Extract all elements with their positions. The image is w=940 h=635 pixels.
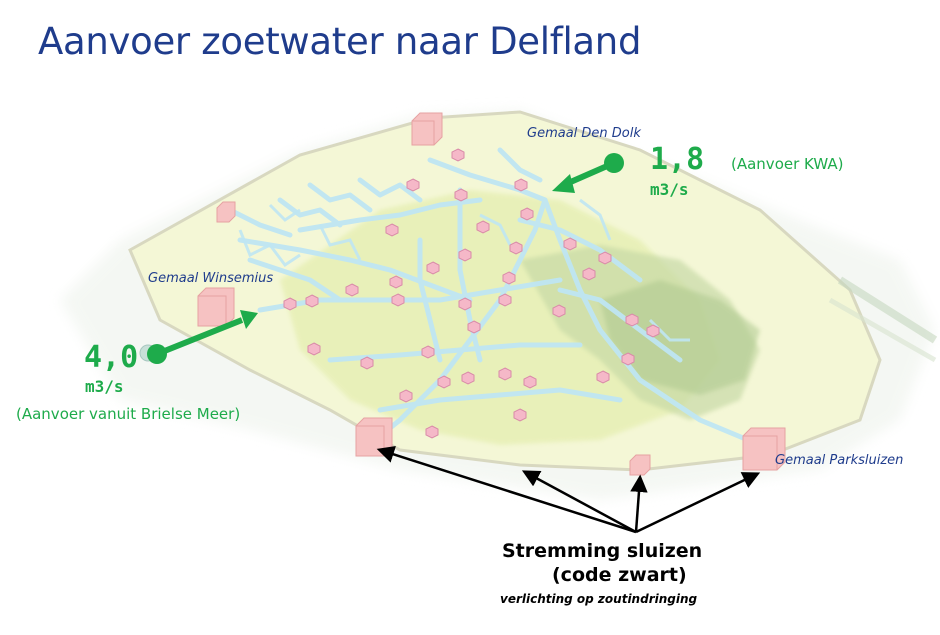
pump-marker xyxy=(283,297,297,311)
pump-marker xyxy=(360,356,374,370)
box-parksluizen xyxy=(742,427,786,471)
box-small-bottom xyxy=(629,454,651,476)
page-title: Aanvoer zoetwater naar Delfland xyxy=(38,20,642,63)
pump-marker xyxy=(305,294,319,308)
pump-marker xyxy=(426,261,440,275)
pump-marker xyxy=(389,275,403,289)
inflow-brielse-note: (Aanvoer vanuit Brielse Meer) xyxy=(16,405,241,423)
pump-marker xyxy=(625,313,639,327)
box-winsemius xyxy=(197,287,235,327)
pump-marker xyxy=(552,304,566,318)
pump-marker xyxy=(461,371,475,385)
inflow-kwa-note: (Aanvoer KWA) xyxy=(731,155,844,173)
pump-marker xyxy=(307,342,321,356)
watercourses xyxy=(227,147,763,448)
pump-marker xyxy=(502,271,516,285)
box-bottom-left xyxy=(355,417,393,457)
inflow-kwa-unit: m3/s xyxy=(650,180,689,199)
pump-marker xyxy=(451,148,465,162)
label-gemaal-parksluizen: Gemaal Parksluizen xyxy=(775,453,904,468)
pump-marker xyxy=(421,345,435,359)
pump-marker xyxy=(345,283,359,297)
sluice-arrows xyxy=(376,445,761,534)
main-station-boxes xyxy=(139,112,786,476)
pump-marker xyxy=(476,220,490,234)
pump-marker xyxy=(596,370,610,384)
pump-marker xyxy=(385,223,399,237)
pump-marker xyxy=(391,293,405,307)
pump-marker xyxy=(437,375,451,389)
pump-marker xyxy=(520,207,534,221)
sluices-code: (code zwart) xyxy=(552,564,687,586)
inflow-arrow-brielse xyxy=(147,310,258,364)
pump-marker xyxy=(467,320,481,334)
pump-marker xyxy=(621,352,635,366)
sluices-note: verlichting op zoutindringing xyxy=(500,592,698,606)
pump-marker xyxy=(598,251,612,265)
box-small-left xyxy=(216,201,236,223)
pump-marker xyxy=(454,188,468,202)
pump-marker xyxy=(458,248,472,262)
pump-marker xyxy=(513,408,527,422)
pump-marker xyxy=(498,293,512,307)
pump-marker xyxy=(646,324,660,338)
inflow-brielse-value: 4,0 xyxy=(84,340,139,375)
inflow-arrow-kwa xyxy=(552,153,624,193)
label-gemaal-den-dolk: Gemaal Den Dolk xyxy=(527,126,641,141)
pump-marker xyxy=(523,375,537,389)
pump-marker xyxy=(425,425,439,439)
pump-marker xyxy=(563,237,577,251)
pump-marker xyxy=(514,178,528,192)
inflow-kwa-value: 1,8 xyxy=(650,142,705,177)
pump-marker xyxy=(509,241,523,255)
pumping-stations xyxy=(283,148,660,439)
pump-marker xyxy=(399,389,413,403)
box-top xyxy=(411,112,443,146)
sluices-title: Stremming sluizen xyxy=(502,540,703,562)
pump-marker xyxy=(582,267,596,281)
pump-marker xyxy=(498,367,512,381)
pump-marker xyxy=(406,178,420,192)
label-gemaal-winsemius: Gemaal Winsemius xyxy=(148,271,274,286)
inflow-brielse-unit: m3/s xyxy=(85,377,124,396)
pump-marker xyxy=(458,297,472,311)
